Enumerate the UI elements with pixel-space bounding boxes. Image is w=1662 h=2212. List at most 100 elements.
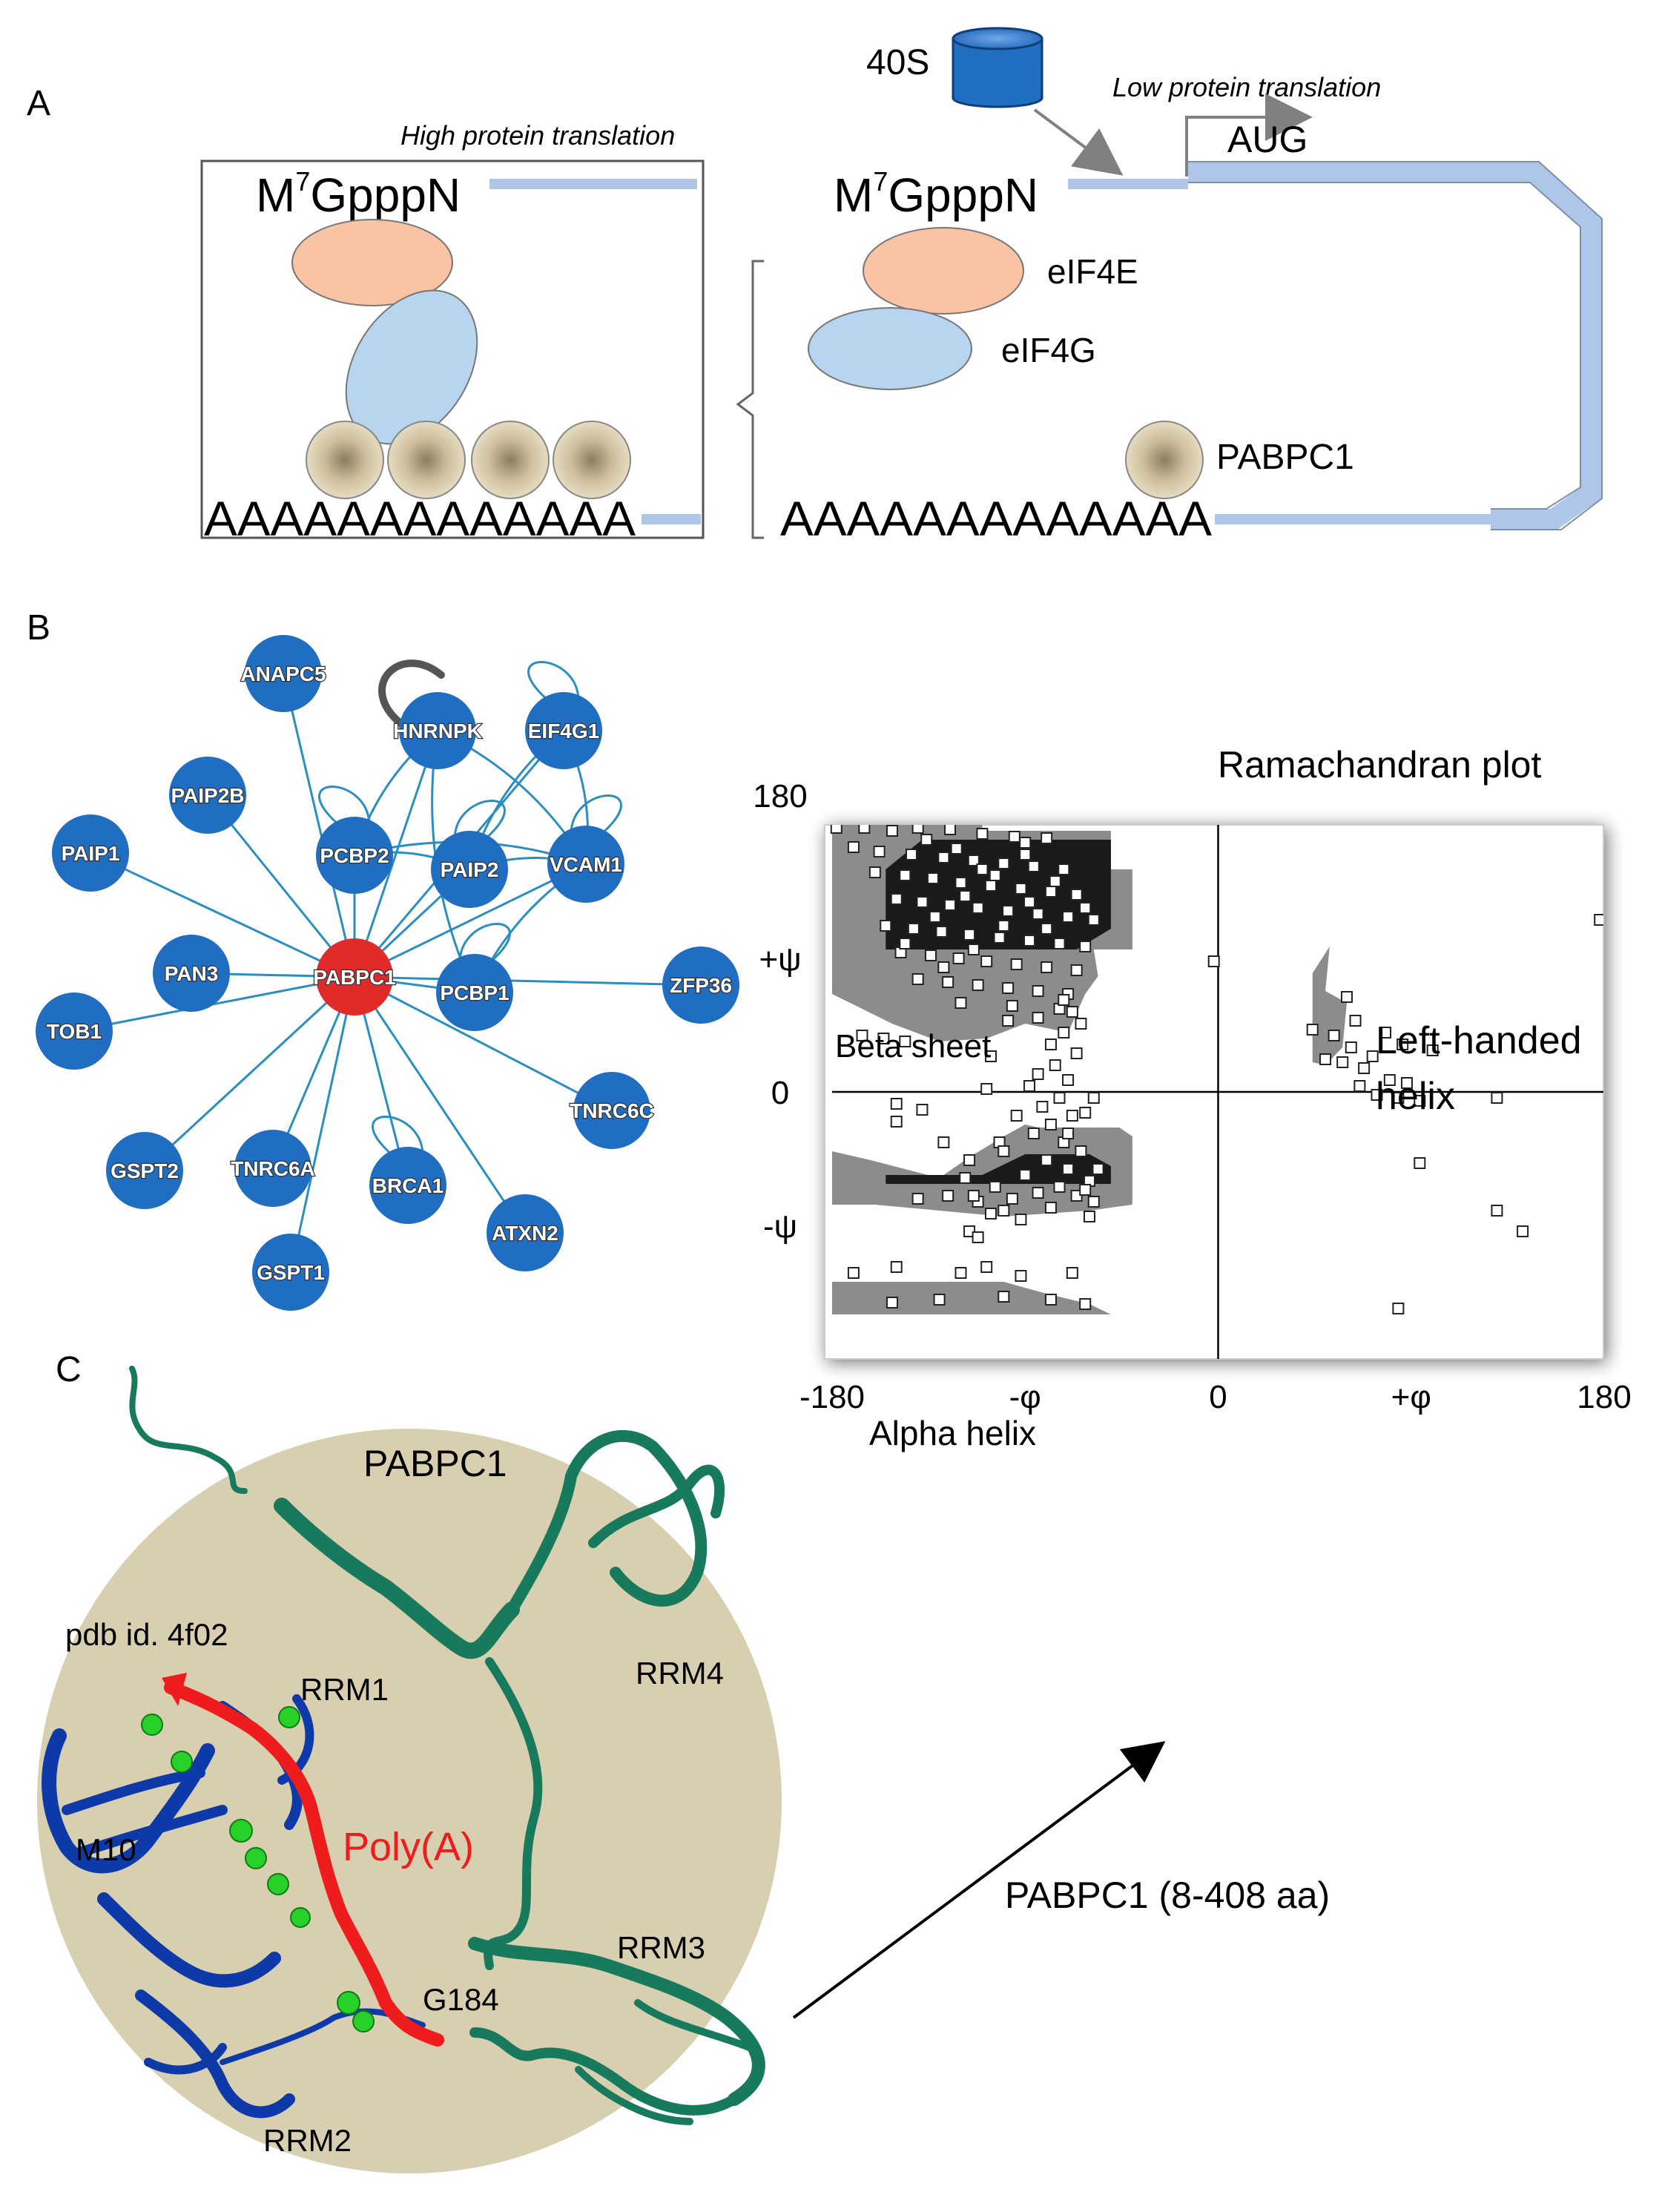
point-9 bbox=[873, 846, 886, 858]
point-139 bbox=[997, 1291, 1010, 1303]
eif4g-label: eIF4G bbox=[1001, 331, 1096, 369]
pabpc1-label-a: PABPC1 bbox=[1216, 438, 1354, 477]
point-15 bbox=[1058, 863, 1070, 875]
point-80 bbox=[1062, 1074, 1075, 1086]
x-tick-2: 0 bbox=[1209, 1379, 1227, 1415]
point-137 bbox=[886, 1297, 898, 1309]
core-region-1 bbox=[886, 840, 1111, 949]
point-37 bbox=[1023, 935, 1036, 947]
point-41 bbox=[925, 949, 937, 961]
node-anapc5 bbox=[245, 635, 322, 712]
point-109 bbox=[937, 1136, 950, 1148]
point-33 bbox=[907, 923, 920, 935]
panel-c-label: C bbox=[56, 1350, 82, 1389]
contact-residues bbox=[141, 1706, 375, 2032]
point-51 bbox=[1032, 985, 1044, 997]
core-region-2 bbox=[886, 1154, 1111, 1184]
node-label-gspt2: GSPT2 bbox=[111, 1159, 179, 1182]
y-tick-3: -ψ bbox=[763, 1208, 797, 1245]
point-73 bbox=[1066, 1006, 1078, 1018]
point-136 bbox=[1066, 1267, 1078, 1279]
point-13 bbox=[997, 858, 1010, 869]
point-85 bbox=[1044, 1119, 1057, 1130]
point-72 bbox=[1058, 994, 1070, 1006]
polya-tail-left: AAAAAAAAAAAAA bbox=[204, 491, 636, 546]
pabp-sphere-1 bbox=[306, 421, 384, 499]
point-154 bbox=[1349, 1015, 1362, 1027]
point-96 bbox=[1006, 1193, 1018, 1205]
point-84 bbox=[1066, 1110, 1078, 1122]
node-zfp36 bbox=[662, 947, 739, 1024]
node-eif4g1 bbox=[525, 692, 602, 769]
point-70 bbox=[937, 961, 950, 973]
x-tick-3: +φ bbox=[1391, 1379, 1431, 1415]
pabp-sphere-2 bbox=[387, 421, 466, 499]
point-134 bbox=[980, 1261, 993, 1273]
point-158 bbox=[1400, 1077, 1413, 1089]
point-24 bbox=[890, 893, 903, 905]
40s-recruit-arrow bbox=[1033, 108, 1124, 176]
point-132 bbox=[890, 1261, 903, 1273]
point-116 bbox=[1079, 1107, 1092, 1119]
point-14 bbox=[1027, 860, 1040, 872]
point-26 bbox=[944, 899, 957, 911]
point-126 bbox=[984, 1050, 997, 1062]
point-67 bbox=[1023, 896, 1036, 908]
node-label-brca1: BRCA1 bbox=[372, 1174, 443, 1197]
point-141 bbox=[1079, 1298, 1092, 1310]
point-59 bbox=[929, 911, 941, 923]
point-66 bbox=[1049, 875, 1061, 887]
node-gspt1 bbox=[252, 1234, 329, 1311]
mrna-loop bbox=[1188, 162, 1601, 530]
cap-structure-right: M7GpppN bbox=[834, 166, 1038, 222]
node-label-gspt1: GSPT1 bbox=[257, 1261, 325, 1284]
self-loop-brca1 bbox=[372, 1116, 424, 1157]
point-46 bbox=[1070, 964, 1083, 976]
point-50 bbox=[1002, 982, 1015, 994]
point-113 bbox=[997, 1205, 1010, 1217]
point-146 bbox=[1328, 1030, 1340, 1041]
point-77 bbox=[1070, 1047, 1083, 1059]
state-bracket bbox=[736, 260, 764, 539]
node-label-tob1: TOB1 bbox=[47, 1020, 102, 1043]
point-127 bbox=[967, 1190, 980, 1202]
point-18 bbox=[926, 872, 939, 884]
point-135 bbox=[1015, 1270, 1027, 1282]
rrm1-label: RRM1 bbox=[300, 1672, 389, 1707]
point-151 bbox=[1379, 1027, 1392, 1038]
point-29 bbox=[1032, 908, 1044, 920]
eif4e-shape-right bbox=[863, 227, 1024, 315]
low-translation-note: Low protein translation bbox=[1112, 72, 1381, 102]
point-128 bbox=[984, 1208, 997, 1219]
point-142 bbox=[1207, 955, 1220, 967]
point-94 bbox=[1032, 1187, 1044, 1199]
node-brca1 bbox=[369, 1147, 446, 1224]
point-35 bbox=[963, 929, 976, 941]
edge-zfp36 bbox=[354, 975, 702, 987]
point-131 bbox=[847, 1267, 860, 1279]
point-138 bbox=[933, 1294, 946, 1306]
point-68 bbox=[997, 920, 1010, 932]
point-102 bbox=[911, 1193, 924, 1205]
point-160 bbox=[1392, 1092, 1405, 1104]
node-label-tnrc6c: TNRC6C bbox=[570, 1099, 654, 1122]
point-124 bbox=[1002, 1015, 1015, 1027]
node-label-anapc5: ANAPC5 bbox=[240, 662, 326, 685]
point-64 bbox=[920, 834, 933, 846]
point-101 bbox=[942, 1190, 954, 1202]
node-pcbp2 bbox=[316, 817, 393, 894]
point-110 bbox=[1010, 1110, 1023, 1122]
polya-strand-tip bbox=[162, 1673, 187, 1706]
point-54 bbox=[1006, 1000, 1018, 1012]
node-label-paip2: PAIP2 bbox=[441, 858, 499, 881]
point-149 bbox=[1358, 1062, 1371, 1074]
point-43 bbox=[980, 955, 993, 967]
point-8 bbox=[847, 841, 860, 853]
point-123 bbox=[899, 1036, 911, 1047]
x-tick-0: -180 bbox=[799, 1379, 865, 1415]
point-21 bbox=[1015, 883, 1027, 895]
40s-subunit-icon bbox=[952, 27, 1043, 108]
edge-atxn2 bbox=[353, 976, 527, 1234]
